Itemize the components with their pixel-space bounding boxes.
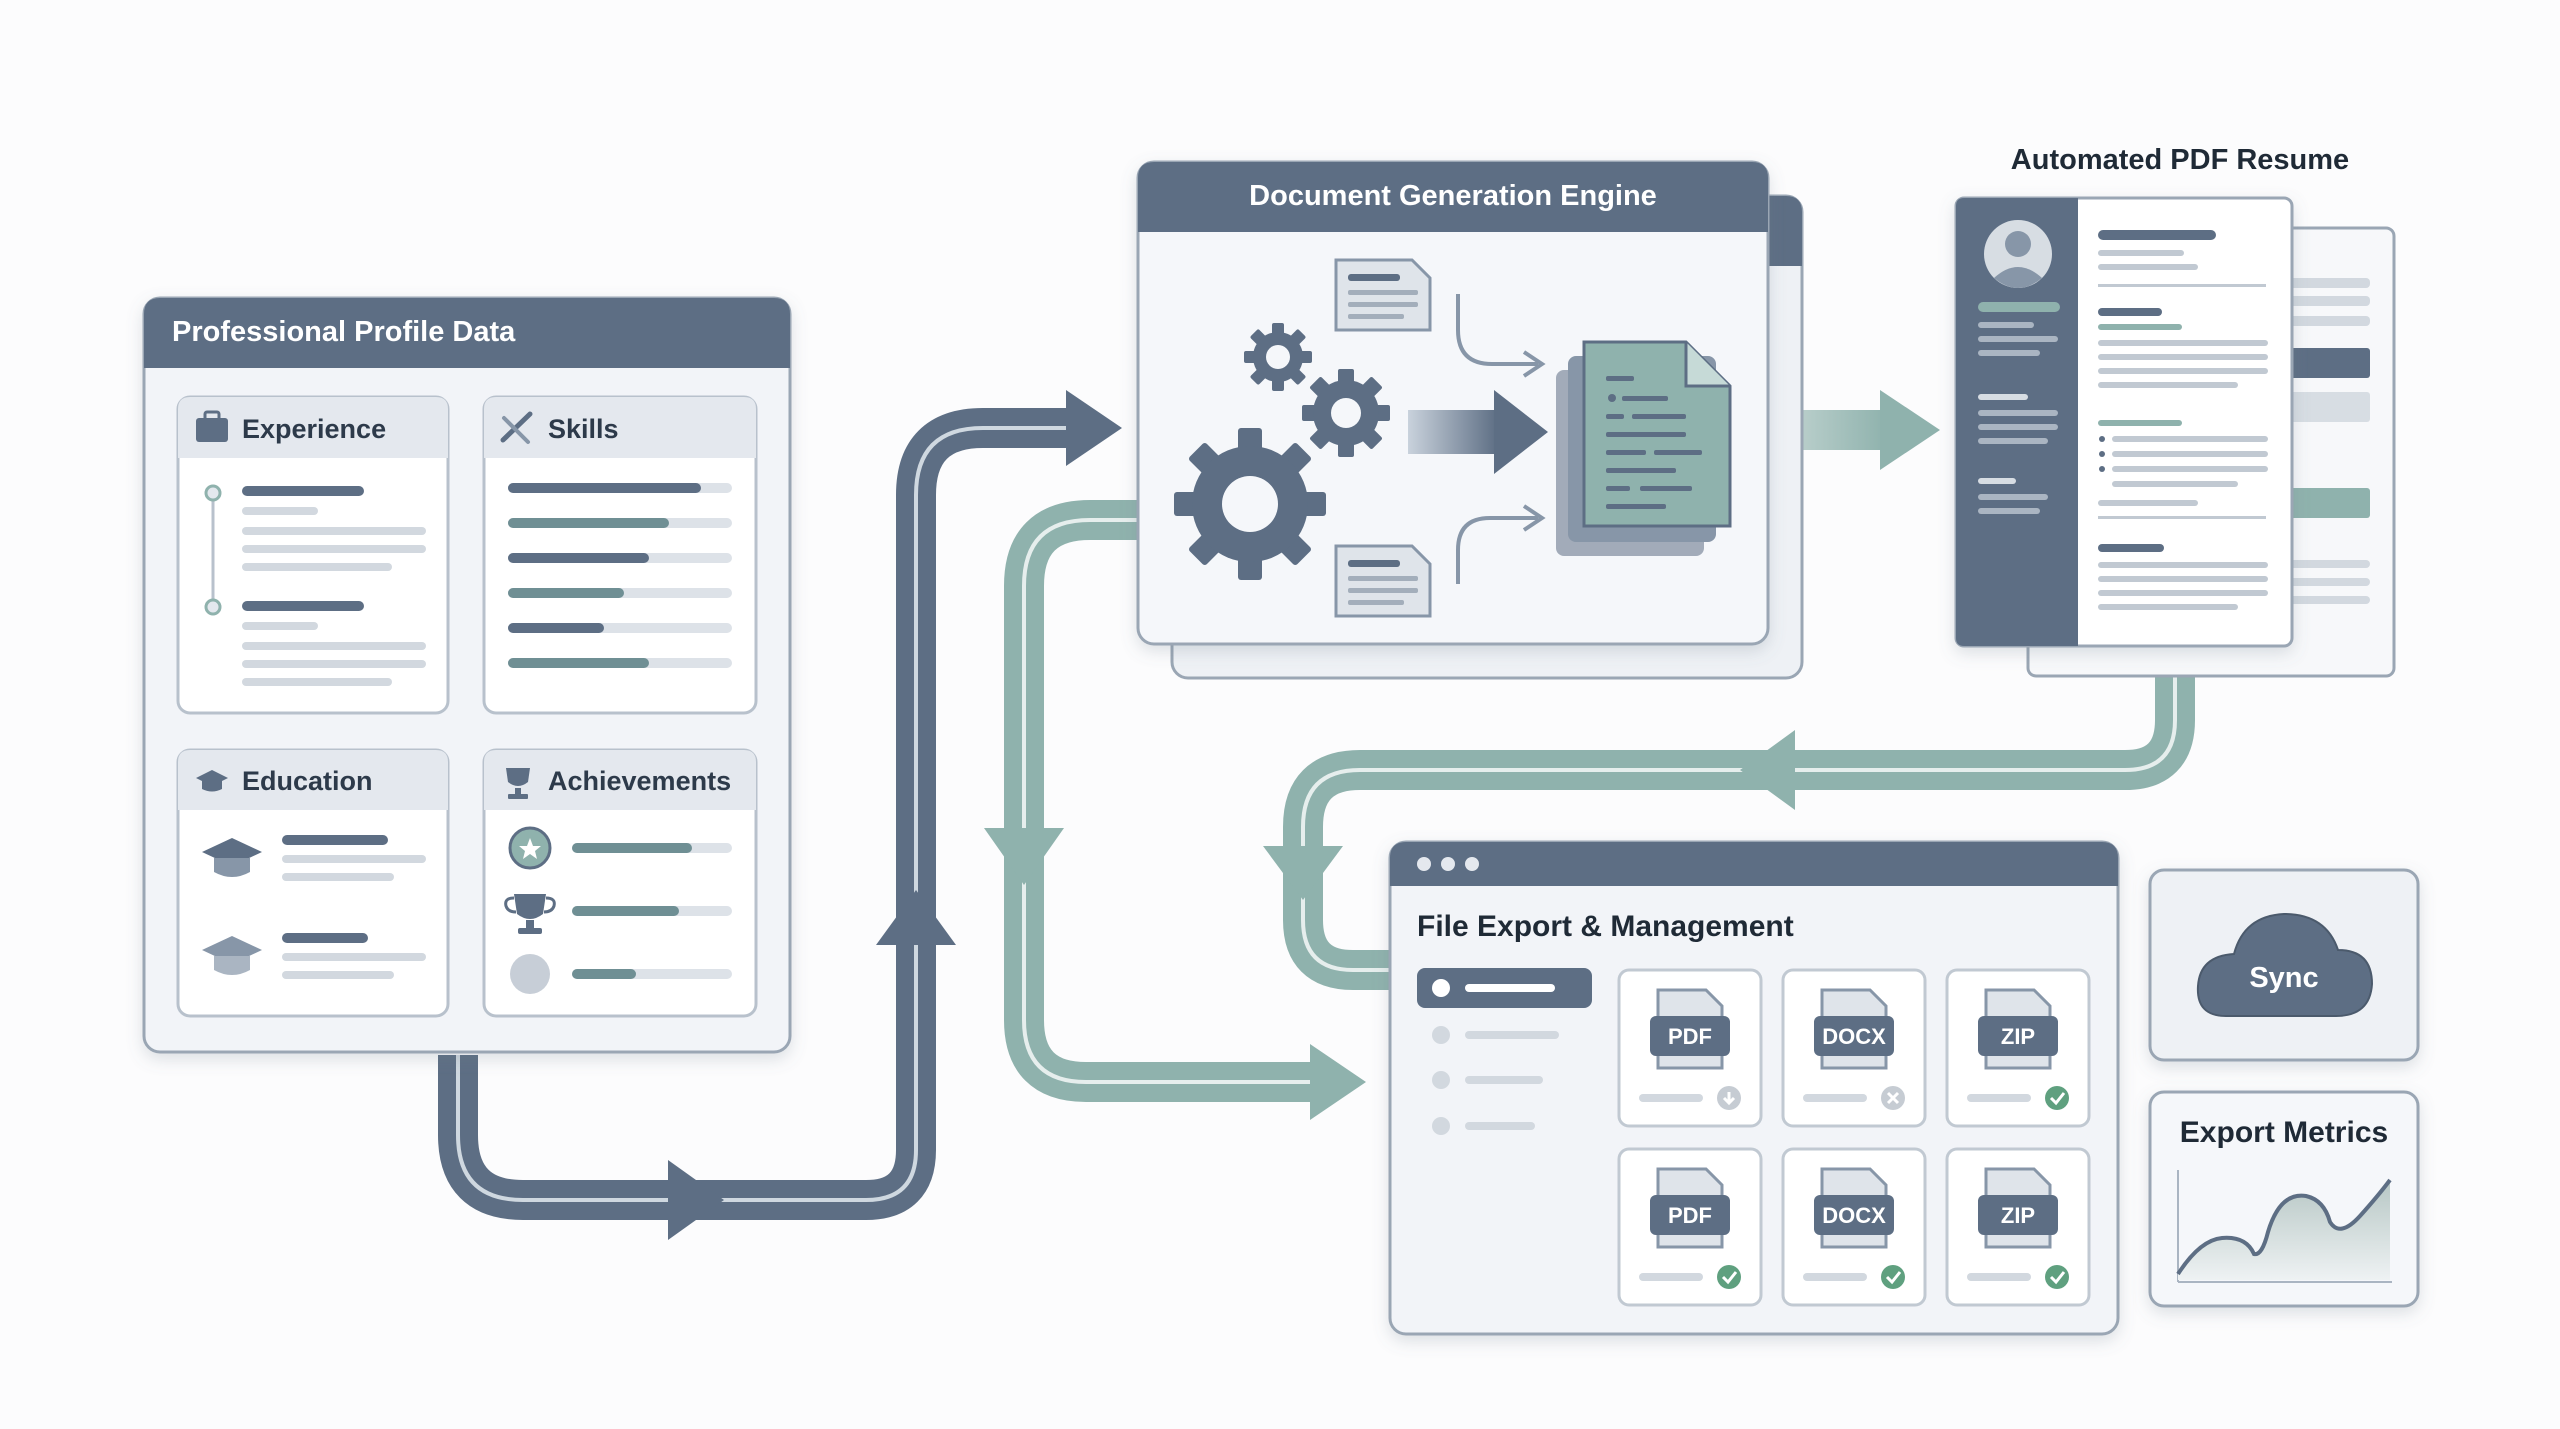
skill-bar-fill: [508, 553, 649, 563]
large-gear-icon: [1174, 428, 1326, 580]
file-progress-track: [1967, 1273, 2031, 1281]
status-error-icon: [1881, 1086, 1905, 1110]
profile-panel: [142, 296, 792, 1054]
file-icon: [1650, 988, 1730, 1070]
file-progress-track: [1803, 1273, 1867, 1281]
metrics-line: [2176, 1178, 2392, 1276]
file-tile-zip[interactable]: [1945, 968, 2091, 1128]
export-panel: [1388, 840, 2120, 1336]
resume-title: Automated PDF Resume: [2010, 144, 2350, 176]
file-progress-track: [1639, 1273, 1703, 1281]
resume-preview: [1954, 196, 2396, 678]
template-document-icon: [1334, 258, 1432, 332]
badge-icon: [508, 826, 552, 870]
engine-panel-title: Document Generation Engine: [1249, 180, 1657, 212]
file-type-label: PDF: [1668, 1024, 1712, 1049]
avatar: [1984, 220, 2052, 288]
skill-bar-fill: [508, 588, 624, 598]
file-icon: [1814, 988, 1894, 1070]
skills-heading: Skills: [548, 414, 619, 444]
file-progress-track: [1803, 1094, 1867, 1102]
arrow-profile-to-engine: [438, 390, 1122, 1240]
file-grid: [1617, 968, 2091, 1307]
achievement-bar-fill: [572, 969, 636, 979]
status-done-icon: [2045, 1086, 2069, 1110]
graduation-cap-icon: [202, 936, 262, 975]
achievement-bars: [572, 843, 732, 979]
file-progress-track: [1639, 1094, 1703, 1102]
medal-placeholder-icon: [510, 954, 550, 994]
tools-icon: [500, 411, 533, 444]
sync-label: Sync: [2249, 962, 2319, 994]
achievement-bar-fill: [572, 843, 692, 853]
profile-panel-title: Professional Profile Data: [172, 316, 516, 348]
metrics-card: [2148, 1090, 2420, 1308]
file-tile-docx[interactable]: [1781, 968, 1927, 1128]
skill-bar-fill: [508, 658, 649, 668]
generated-document-icon: [1556, 340, 1732, 556]
file-tile-pdf[interactable]: [1617, 1147, 1763, 1307]
medium-gear-icon: [1302, 369, 1390, 457]
status-done-icon: [2045, 1265, 2069, 1289]
engine-panel: [1136, 160, 1804, 680]
document-content-dots: [1606, 376, 1702, 509]
skill-bar-fill: [508, 518, 669, 528]
arrow-engine-to-export: [984, 500, 1366, 1120]
metrics-title: Export Metrics: [2179, 1116, 2389, 1149]
file-icon: [1978, 1167, 2058, 1249]
briefcase-icon: [196, 410, 228, 442]
status-done-icon: [1881, 1265, 1905, 1289]
trophy-icon: [506, 768, 530, 799]
graduation-cap-icon: [202, 838, 262, 877]
file-progress-track: [1967, 1094, 2031, 1102]
small-gear-icon: [1244, 323, 1312, 391]
achievements-heading: Achievements: [548, 766, 732, 796]
experience-heading: Experience: [242, 414, 387, 444]
sync-card: [2148, 868, 2420, 1062]
file-type-label: ZIP: [2000, 1024, 2036, 1049]
skill-bars: [508, 483, 732, 668]
file-icon: [1978, 988, 2058, 1070]
file-type-label: ZIP: [2000, 1203, 2036, 1228]
file-icon: [1814, 1167, 1894, 1249]
file-tile-pdf[interactable]: [1617, 968, 1763, 1128]
cloud-icon: [2196, 912, 2374, 1017]
achievement-bar-fill: [572, 906, 679, 916]
skill-bar-fill: [508, 483, 701, 493]
education-heading: Education: [242, 766, 373, 796]
trophy-icon: [504, 894, 556, 934]
file-type-label: DOCX: [1822, 1024, 1886, 1049]
file-tile-zip[interactable]: [1945, 1147, 2091, 1307]
file-type-label: DOCX: [1822, 1203, 1886, 1228]
status-done-icon: [1717, 1265, 1741, 1289]
metrics-area: [2178, 1180, 2390, 1280]
file-type-label: PDF: [1668, 1203, 1712, 1228]
file-tile-docx[interactable]: [1781, 1147, 1927, 1307]
graduation-cap-icon: [196, 770, 228, 792]
skill-bar-fill: [508, 623, 604, 633]
status-download-icon: [1717, 1086, 1741, 1110]
file-icon: [1650, 1167, 1730, 1249]
template-document-icon: [1334, 544, 1432, 618]
arrow-resume-to-export: [1263, 675, 2195, 990]
export-panel-title: File Export & Management: [1417, 910, 1794, 943]
